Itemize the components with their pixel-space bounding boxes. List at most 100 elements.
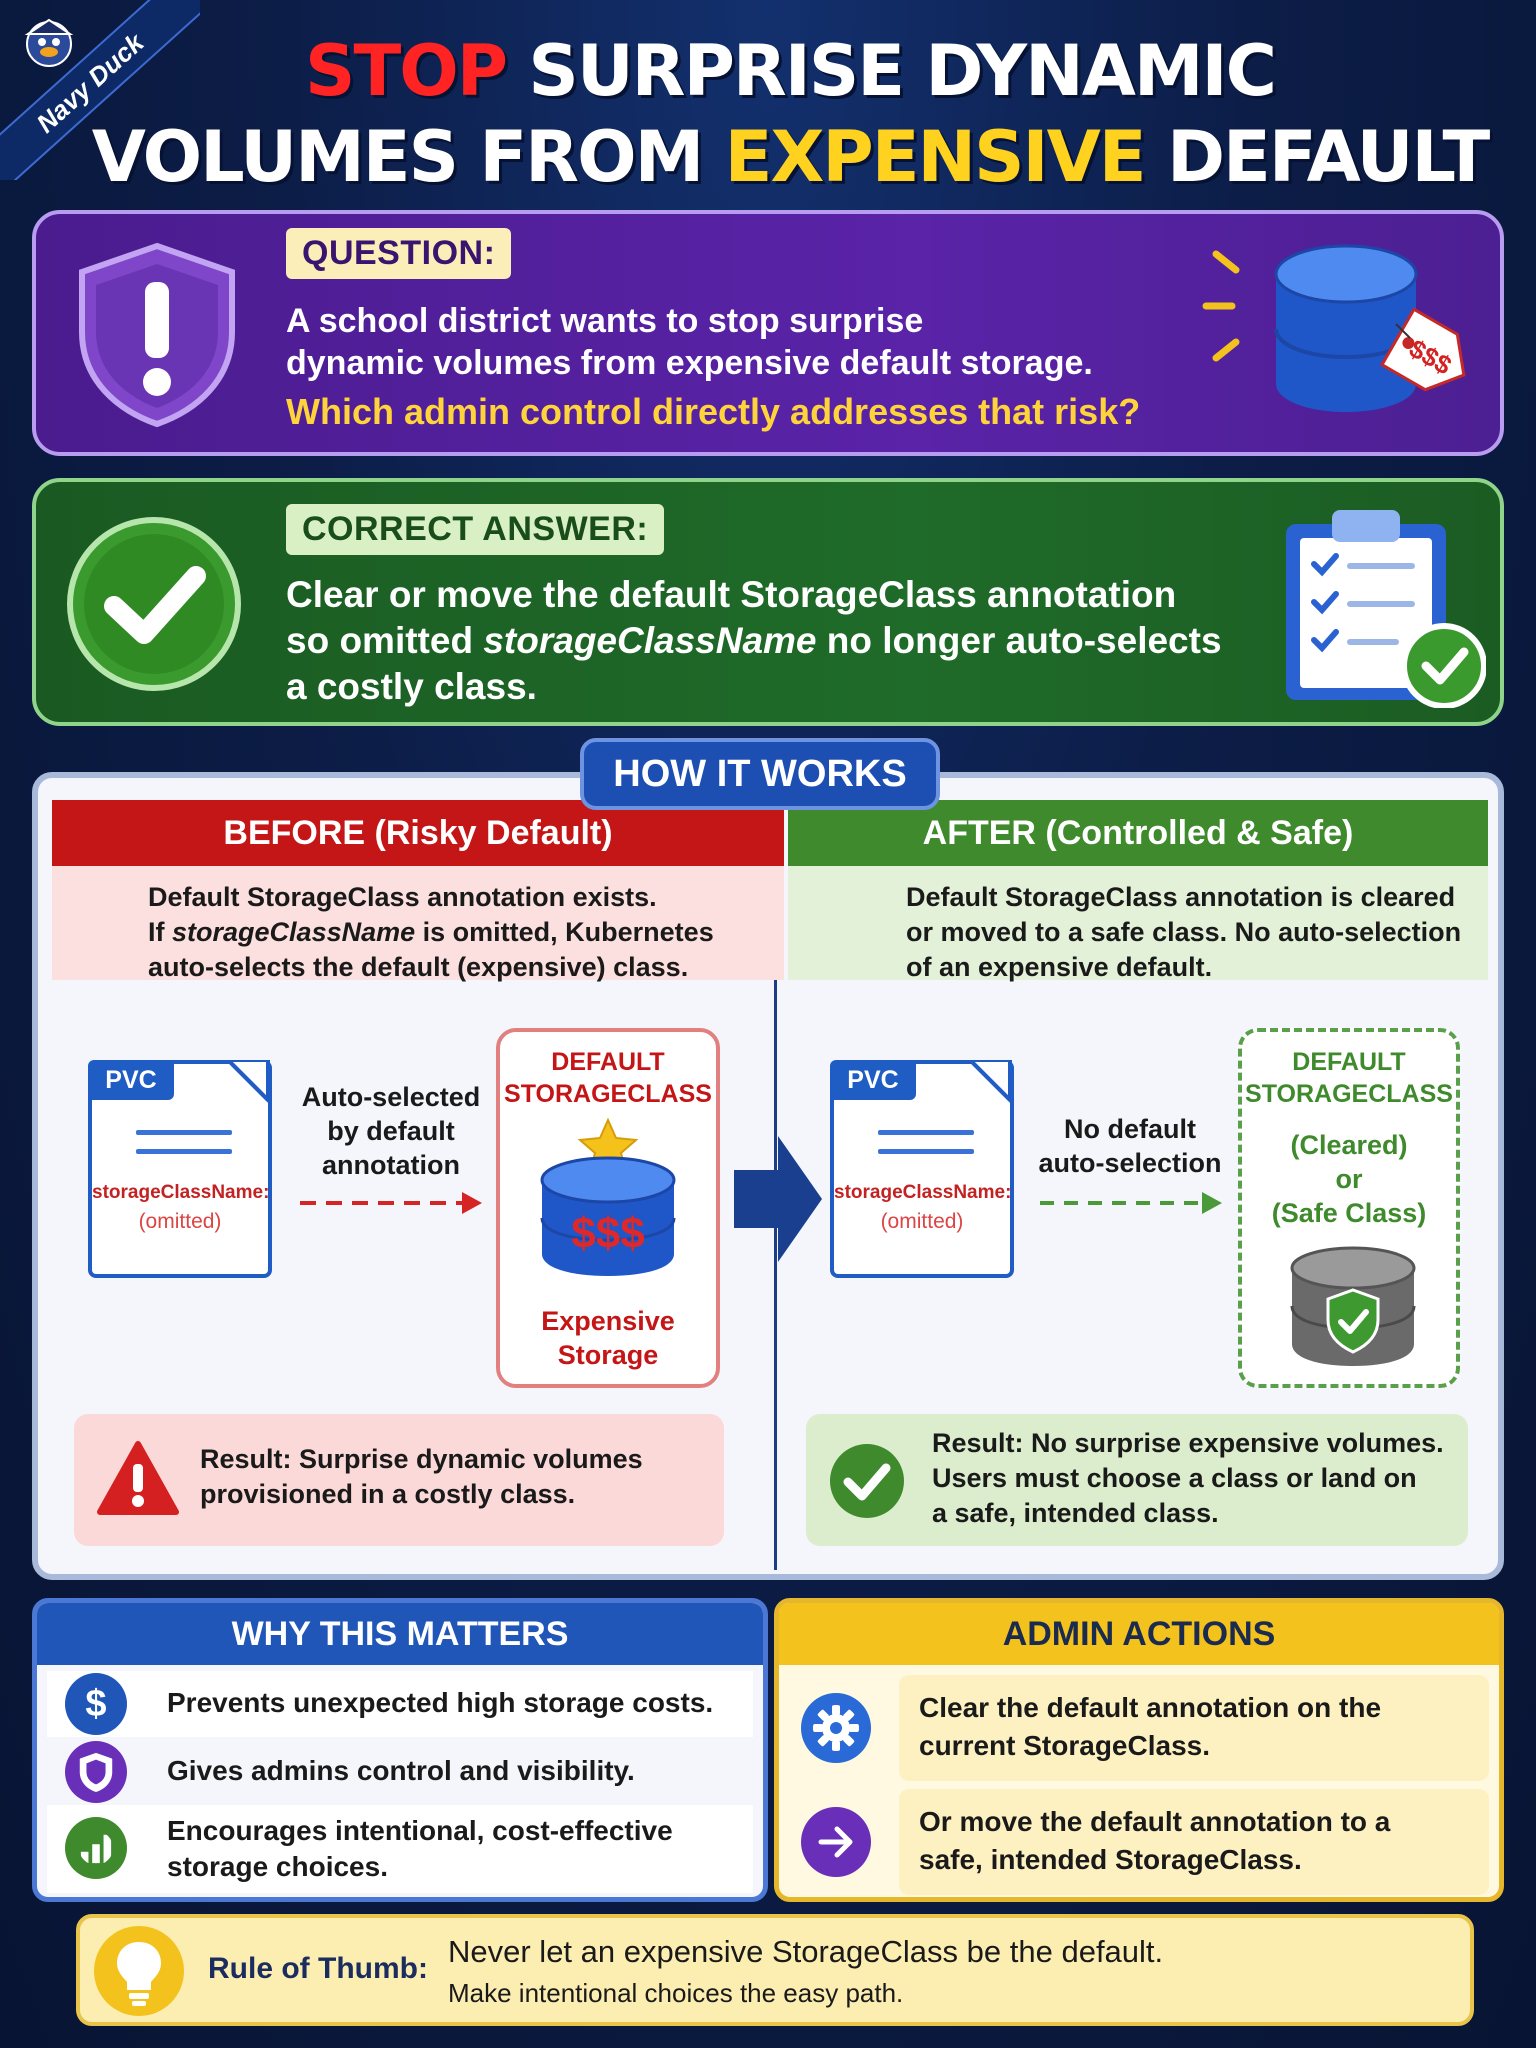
document-lines bbox=[878, 1130, 974, 1168]
after-pvc-field: storageClassName: bbox=[834, 1182, 1012, 1203]
warning-shield-icon bbox=[79, 242, 235, 428]
brand-corner: Navy Duck bbox=[0, 0, 200, 180]
after-result-3: a safe, intended class. bbox=[932, 1498, 1219, 1528]
before-description: Default StorageClass annotation exists. … bbox=[52, 866, 784, 982]
question-line-2: dynamic volumes from expensive default s… bbox=[286, 344, 1093, 382]
why-item: Gives admins control and visibility. bbox=[47, 1741, 753, 1803]
before-result-2: provisioned in a costly class. bbox=[200, 1479, 576, 1509]
why-heading: WHY THIS MATTERS bbox=[37, 1603, 763, 1665]
how-it-works-tab: HOW IT WORKS bbox=[580, 738, 940, 810]
answer-line-2c: no longer auto-selects bbox=[826, 620, 1222, 661]
after-desc-1: Default StorageClass annotation is clear… bbox=[906, 882, 1456, 912]
safe-database-icon bbox=[1290, 1246, 1416, 1366]
before-result: Result: Surprise dynamic volumes provisi… bbox=[74, 1414, 724, 1546]
before-sc-sub: Expensive Storage bbox=[500, 1304, 716, 1372]
after-sc-title: DEFAULT STORAGECLASS bbox=[1242, 1046, 1456, 1110]
before-pvc-label: PVC bbox=[88, 1060, 174, 1100]
answer-card: CORRECT ANSWER: Clear or move the defaul… bbox=[32, 478, 1504, 726]
question-body: A school district wants to stop surprise… bbox=[286, 300, 1266, 440]
after-sc-title-1: DEFAULT bbox=[1292, 1048, 1406, 1076]
before-flow-2: by default bbox=[327, 1116, 455, 1146]
before-pvc-field: storageClassName: bbox=[92, 1182, 270, 1203]
action-text-1: Or move the default annotation to a bbox=[919, 1806, 1391, 1837]
after-pvc-label: PVC bbox=[830, 1060, 916, 1100]
after-dashed-arrow-icon bbox=[1040, 1192, 1222, 1214]
bar-chart-icon bbox=[65, 1817, 127, 1879]
before-sc-title-2: STORAGECLASS bbox=[504, 1080, 712, 1108]
arrow-right-icon bbox=[801, 1807, 871, 1877]
action-text-1: Clear the default annotation on the bbox=[919, 1692, 1382, 1723]
question-line-1: A school district wants to stop surprise bbox=[286, 302, 924, 340]
checkmark-icon bbox=[67, 517, 241, 691]
admin-actions-panel: ADMIN ACTIONS Clear the default annotati… bbox=[774, 1598, 1504, 1902]
after-sc-opt-2: (Safe Class) bbox=[1271, 1198, 1427, 1228]
after-flow-2: auto-selection bbox=[1038, 1148, 1222, 1178]
after-result: Result: No surprise expensive volumes. U… bbox=[806, 1414, 1468, 1546]
after-flow-label: No default auto-selection bbox=[1028, 1112, 1232, 1180]
after-sc-title-2: STORAGECLASS bbox=[1245, 1080, 1453, 1108]
gear-icon bbox=[801, 1693, 871, 1763]
before-flow-1: Auto-selected bbox=[301, 1082, 481, 1112]
rule-of-thumb: Rule of Thumb: Never let an expensive St… bbox=[76, 1914, 1474, 2026]
before-flow-3: annotation bbox=[322, 1150, 460, 1180]
why-item-text: Gives admins control and visibility. bbox=[167, 1755, 635, 1786]
why-item: Encourages intentional, cost-effective s… bbox=[47, 1805, 753, 1893]
before-desc-2c: is omitted, Kubernetes bbox=[422, 917, 714, 947]
after-pvc-document: PVC storageClassName: (omitted) bbox=[830, 1060, 1014, 1278]
how-it-works-panel: BEFORE (Risky Default) AFTER (Controlled… bbox=[32, 772, 1504, 1580]
before-desc-2a: If bbox=[148, 917, 165, 947]
check-circle-icon bbox=[830, 1444, 904, 1518]
action-text-2: safe, intended StorageClass. bbox=[919, 1844, 1302, 1875]
before-storageclass-card: DEFAULT STORAGECLASS $$$ Expensive Stora… bbox=[496, 1028, 720, 1388]
question-card: QUESTION: A school district wants to sto… bbox=[32, 210, 1504, 456]
database-price-tag-icon: $$$ bbox=[1202, 244, 1466, 412]
why-item: $ Prevents unexpected high storage costs… bbox=[47, 1671, 753, 1737]
why-this-matters-panel: WHY THIS MATTERS $ Prevents unexpected h… bbox=[32, 1598, 768, 1902]
before-desc-3: auto-selects the default (expensive) cla… bbox=[148, 952, 689, 982]
question-ask: Which admin control directly addresses t… bbox=[286, 391, 1141, 432]
answer-line-1: Clear or move the default StorageClass a… bbox=[286, 574, 1177, 615]
answer-tag: CORRECT ANSWER: bbox=[286, 504, 665, 555]
before-pvc-document: PVC storageClassName: (omitted) bbox=[88, 1060, 272, 1278]
title-expensive: EXPENSIVE bbox=[724, 116, 1147, 198]
transition-arrow-icon bbox=[734, 1136, 822, 1262]
answer-body: Clear or move the default StorageClass a… bbox=[286, 572, 1286, 710]
answer-line-3: a costly class. bbox=[286, 666, 537, 707]
before-sc-title-1: DEFAULT bbox=[551, 1048, 665, 1076]
before-sc-money: $$$ bbox=[571, 1209, 644, 1258]
rule-label: Rule of Thumb: bbox=[208, 1952, 428, 1985]
why-item-text: Prevents unexpected high storage costs. bbox=[167, 1687, 714, 1718]
answer-line-2a: so omitted bbox=[286, 620, 474, 661]
page-title: STOP SURPRISE DYNAMIC VOLUMES FROM EXPEN… bbox=[90, 28, 1491, 286]
after-heading: AFTER (Controlled & Safe) bbox=[788, 800, 1488, 866]
before-sc-sub-1: Expensive bbox=[541, 1306, 675, 1336]
title-stop: STOP bbox=[305, 30, 508, 112]
after-flow-1: No default bbox=[1064, 1114, 1196, 1144]
clipboard-check-icon bbox=[1286, 510, 1486, 708]
question-tag: QUESTION: bbox=[286, 228, 512, 279]
answer-line-2: so omitted storageClassName no longer au… bbox=[286, 618, 1286, 664]
page-fold-icon bbox=[228, 1060, 270, 1104]
after-sc-opt-1: (Cleared) bbox=[1290, 1130, 1408, 1160]
before-sc-title: DEFAULT STORAGECLASS bbox=[500, 1046, 716, 1110]
lightbulb-icon bbox=[94, 1926, 184, 2016]
before-pvc-value: (omitted) bbox=[138, 1210, 222, 1233]
dollar-icon: $ bbox=[65, 1673, 127, 1735]
after-sc-options: (Cleared) or (Safe Class) bbox=[1242, 1128, 1456, 1230]
why-item-text-2: storage choices. bbox=[167, 1851, 388, 1882]
expensive-database-icon: $$$ bbox=[540, 1118, 676, 1276]
action-item-text: Or move the default annotation to a safe… bbox=[919, 1803, 1479, 1879]
after-sc-or: or bbox=[1335, 1164, 1363, 1194]
action-item: Or move the default annotation to a safe… bbox=[789, 1789, 1489, 1895]
after-description: Default StorageClass annotation is clear… bbox=[788, 866, 1488, 982]
before-result-text: Result: Surprise dynamic volumes provisi… bbox=[200, 1442, 643, 1512]
after-result-text: Result: No surprise expensive volumes. U… bbox=[932, 1426, 1444, 1531]
page-fold-icon bbox=[970, 1060, 1012, 1104]
why-item-text: Encourages intentional, cost-effective s… bbox=[167, 1813, 673, 1885]
title-line-1: STOP SURPRISE DYNAMIC bbox=[90, 28, 1490, 114]
alert-triangle-icon bbox=[97, 1441, 179, 1515]
before-heading: BEFORE (Risky Default) bbox=[52, 800, 784, 866]
before-desc-1: Default StorageClass annotation exists. bbox=[148, 882, 657, 912]
action-text-2: current StorageClass. bbox=[919, 1730, 1210, 1761]
after-desc-2: or moved to a safe class. No auto-select… bbox=[906, 917, 1462, 947]
